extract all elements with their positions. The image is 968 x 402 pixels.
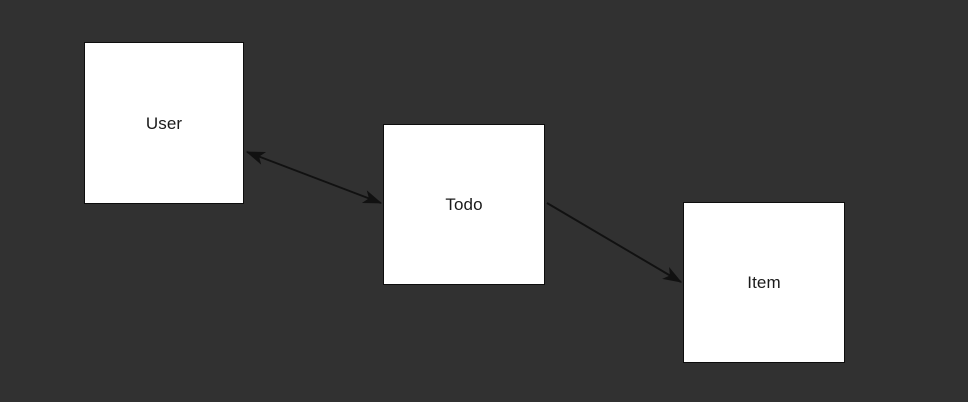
node-user[interactable]: User xyxy=(84,42,244,204)
node-user-label: User xyxy=(145,113,183,133)
node-item[interactable]: Item xyxy=(683,202,845,363)
edge-todo-item[interactable] xyxy=(546,202,682,283)
node-item-label: Item xyxy=(747,273,781,292)
edge-user-todo[interactable] xyxy=(245,151,383,204)
node-todo-label: Todo xyxy=(445,195,483,214)
node-todo[interactable]: Todo xyxy=(383,124,545,285)
